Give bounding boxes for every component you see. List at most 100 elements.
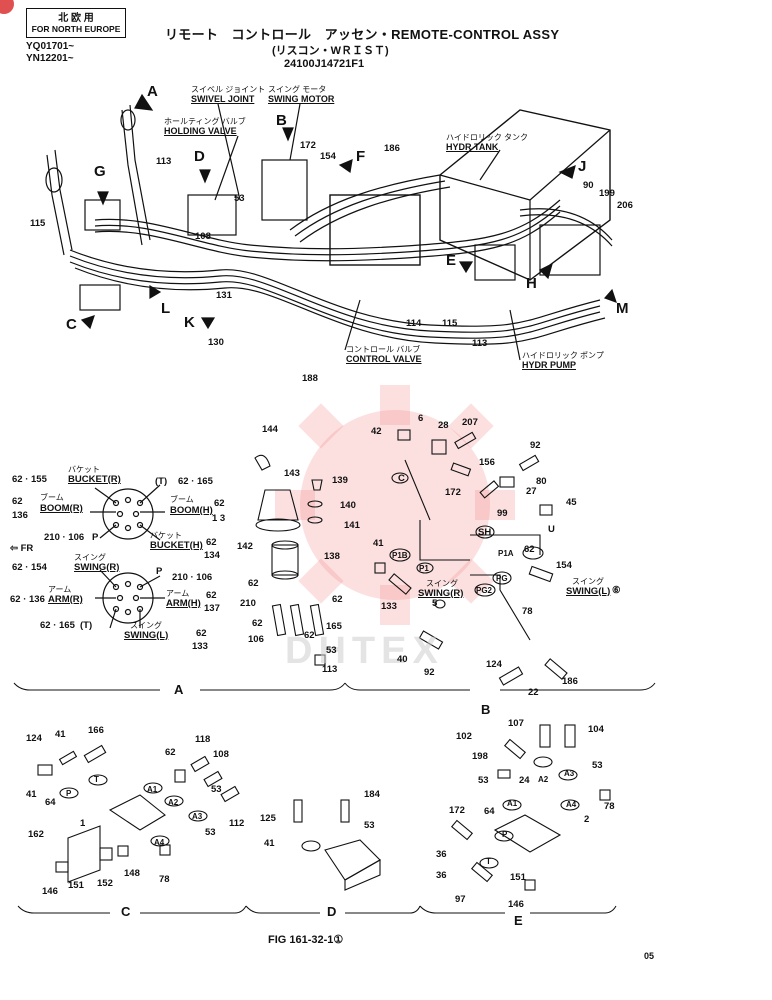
serial-1: YQ01701~ bbox=[26, 41, 75, 52]
sa-t-bottom: (T) bbox=[80, 620, 93, 631]
pb-pg2: PG2 bbox=[476, 586, 493, 595]
schematic-a-drawing bbox=[90, 484, 165, 629]
pb-186: 186 bbox=[562, 676, 578, 687]
pa-141: 141 bbox=[344, 520, 360, 531]
pc-151: 151 bbox=[68, 880, 84, 891]
pa-143: 143 bbox=[284, 468, 300, 479]
pa-139: 139 bbox=[332, 475, 348, 486]
section-a-label: A bbox=[174, 682, 184, 697]
ref-90: 90 bbox=[583, 180, 594, 191]
pb-p1b: P1B bbox=[392, 551, 408, 560]
pe-36b: 36 bbox=[436, 870, 447, 881]
sa-bucket-h-jp: バケット bbox=[150, 531, 182, 540]
ref-113b: 113 bbox=[472, 338, 488, 349]
sa-r5d: 134 bbox=[204, 550, 220, 561]
pb-80: 80 bbox=[536, 476, 547, 487]
pc-124: 124 bbox=[26, 733, 42, 744]
pa-138: 138 bbox=[324, 551, 340, 562]
pb-p1a: P1A bbox=[498, 549, 514, 558]
pb-sh: SH bbox=[478, 527, 492, 538]
sa-arm-h: ARM(H) bbox=[166, 598, 201, 609]
region-en: FOR NORTH EUROPE bbox=[31, 24, 121, 34]
sa-boom-r-jp: ブーム bbox=[40, 493, 64, 502]
control-valve-jp: コントロール バルブ bbox=[346, 345, 421, 354]
pb-156: 156 bbox=[479, 457, 495, 468]
pb-45: 45 bbox=[566, 497, 577, 508]
pe-102: 102 bbox=[456, 731, 472, 742]
swing-motor-label: SWING MOTOR bbox=[268, 94, 335, 104]
hydr-tank-jp: ハイドロリック タンク bbox=[446, 133, 529, 142]
view-letter-m: M bbox=[616, 300, 629, 317]
ref-186: 186 bbox=[384, 143, 400, 154]
pc-78: 78 bbox=[159, 874, 170, 885]
sa-t-top: (T) bbox=[155, 476, 168, 487]
pe-198: 198 bbox=[472, 751, 488, 762]
holding-valve-label: HOLDING VALVE bbox=[164, 126, 237, 136]
sa-r8d: 62 bbox=[206, 590, 217, 601]
pe-a2: A2 bbox=[538, 775, 549, 784]
ref-131: 131 bbox=[216, 290, 232, 301]
pc-a2: A2 bbox=[168, 798, 179, 807]
pc-p: P bbox=[66, 789, 72, 798]
pc-41a: 41 bbox=[55, 729, 66, 740]
pc-62: 62 bbox=[165, 747, 176, 758]
pb-5: 5 bbox=[432, 598, 438, 609]
sa-swing-l: SWING(L) bbox=[124, 630, 169, 641]
view-letter-g: G bbox=[94, 163, 106, 180]
pc-64: 64 bbox=[45, 797, 56, 808]
pa-144: 144 bbox=[262, 424, 278, 435]
pb-78: 78 bbox=[522, 606, 533, 617]
sa-swing-r-jp: スイング bbox=[74, 553, 106, 562]
sa-p-bottom: P bbox=[156, 566, 163, 577]
pe-a3: A3 bbox=[564, 769, 575, 778]
section-e-label: E bbox=[514, 913, 523, 928]
pb-92b: 92 bbox=[424, 667, 435, 678]
section-c-label: C bbox=[121, 904, 131, 919]
pb-42: 42 bbox=[371, 426, 382, 437]
view-letter-k: K bbox=[184, 314, 195, 331]
sa-swing-l-jp: スイング bbox=[130, 621, 162, 630]
hydr-pump-label: HYDR PUMP bbox=[522, 360, 577, 370]
sa-arm-r-jp: アーム bbox=[48, 585, 72, 594]
sa-swing-r: SWING(R) bbox=[74, 562, 120, 573]
hydr-pump-jp: ハイドロリック ポンプ bbox=[522, 351, 604, 360]
pe-172: 172 bbox=[449, 805, 465, 816]
ref-154: 154 bbox=[320, 151, 336, 162]
sa-r3d: 1 3 bbox=[212, 513, 226, 524]
pa-62b: 62 bbox=[332, 594, 343, 605]
sa-r2: 62 bbox=[12, 496, 23, 507]
view-letter-f: F bbox=[356, 148, 366, 165]
pe-p: P bbox=[502, 830, 508, 839]
pc-53a: 53 bbox=[211, 784, 222, 795]
sa-boom-h: BOOM(H) bbox=[170, 505, 213, 516]
view-letter-e: E bbox=[446, 252, 457, 269]
sa-fr-label: FR bbox=[20, 543, 34, 554]
region-jp: 北 欧 用 bbox=[58, 13, 94, 24]
page-subtitle: (リスコン・WＲＩＳＴ) bbox=[272, 45, 389, 57]
pa-53: 53 bbox=[326, 645, 337, 656]
pe-a1: A1 bbox=[507, 799, 518, 808]
pe-78: 78 bbox=[604, 801, 615, 812]
pc-a1: A1 bbox=[147, 785, 158, 794]
view-letter-c: C bbox=[66, 316, 77, 333]
pb-133: 133 bbox=[381, 601, 397, 612]
pb-six: ⑥ bbox=[612, 585, 621, 596]
pe-t: T bbox=[486, 857, 491, 866]
pc-112: 112 bbox=[229, 818, 245, 829]
ref-172: 172 bbox=[300, 140, 316, 151]
sa-r4: 210 · 106 bbox=[44, 532, 85, 543]
sa-r1: 62 · 155 bbox=[12, 474, 47, 485]
ref-115b: 115 bbox=[442, 318, 458, 329]
pc-152: 152 bbox=[97, 878, 113, 889]
pb-27: 27 bbox=[526, 486, 537, 497]
sa-bucket-h: BUCKET(H) bbox=[150, 540, 203, 551]
sa-bucket-r: BUCKET(R) bbox=[68, 474, 121, 485]
sa-r1d: 62 · 165 bbox=[178, 476, 213, 487]
pb-c: C bbox=[398, 473, 405, 484]
pb-22: 22 bbox=[528, 687, 539, 698]
pa-62a: 62 bbox=[248, 578, 259, 589]
pb-99: 99 bbox=[497, 508, 508, 519]
pc-148: 148 bbox=[124, 868, 140, 879]
control-valve-label: CONTROL VALVE bbox=[346, 354, 422, 364]
pb-pg: PG bbox=[496, 574, 508, 583]
